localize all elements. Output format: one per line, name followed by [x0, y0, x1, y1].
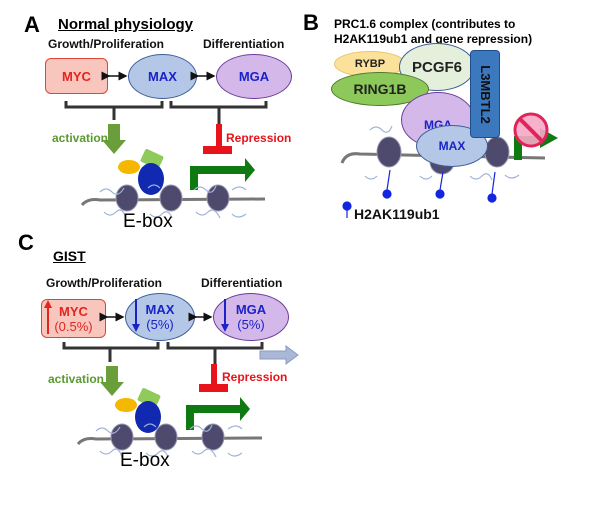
dna-strand [76, 436, 263, 446]
ubiquitin-mark-icon [487, 193, 497, 203]
panel-b-title-line2: H2AK119ub1 and gene repression) [334, 32, 533, 46]
nucleosome-icon [376, 136, 402, 168]
dna-strand [80, 197, 266, 207]
panel-a-differentiation-label: Differentiation [203, 37, 285, 51]
cofactor-yellow-icon [115, 398, 137, 412]
panel-a-letter: A [24, 12, 40, 37]
panel-b-title: PRC1.6 complex (contributes to H2AK119ub… [334, 17, 532, 47]
panel-a-graphics [64, 71, 268, 219]
panel-c-repression-label: Repression [222, 370, 288, 384]
transcription-factor-icon [138, 163, 164, 195]
myc-label: MYC [62, 68, 91, 84]
ubiquitin-mark-icon [382, 189, 392, 199]
repression-bar-icon [216, 124, 222, 148]
panel-a-activation-label: activation [52, 131, 109, 145]
shift-arrow-icon [259, 345, 299, 365]
mga-label: MGA [238, 69, 270, 84]
transcription-factor-icon [135, 401, 161, 433]
l3mbtl2-protein: L3MBTL2 [470, 50, 500, 138]
panel-a-growth-label: Growth/Proliferation [48, 37, 165, 51]
panel-b-max-label: MAX [438, 139, 466, 153]
panel-a-repression-label: Repression [226, 131, 292, 145]
nucleosome-icon [154, 423, 178, 451]
panel-c-myc-node: MYC (0.5%) [41, 299, 106, 338]
activation-arrow-icon [102, 124, 126, 154]
repression-bar-icon [211, 364, 217, 386]
rybp-label: RYBP [354, 58, 386, 70]
nucleosome-icon [159, 184, 183, 212]
panel-a-ebox-label: E-box [123, 211, 173, 232]
nucleosome-icon [201, 423, 225, 451]
cofactor-yellow-icon [118, 160, 140, 174]
repression-base-icon [199, 384, 228, 392]
activation-arrow-icon [100, 366, 124, 396]
myc-percentage: (0.5%) [54, 318, 93, 334]
differentiation-bracket [169, 101, 268, 126]
differentiation-bracket [166, 342, 264, 366]
panel-a-heading: Normal physiology [58, 16, 194, 33]
panel-b-graphics [340, 112, 558, 218]
max-label: MAX [145, 302, 175, 317]
growth-bracket [64, 101, 164, 120]
pcgf6-protein: PCGF6 [399, 43, 475, 91]
panel-c-heading: GIST [53, 248, 86, 264]
max-percentage: (5%) [146, 317, 174, 332]
ring1b-label: RING1B [353, 81, 407, 97]
ring1b-protein: RING1B [331, 72, 429, 106]
transcription-start-arrow-icon [190, 158, 255, 190]
panel-c-ebox-label: E-box [120, 450, 170, 471]
panel-b-dna-strand [340, 152, 546, 164]
panel-b-title-line1: PRC1.6 complex (contributes to [334, 17, 516, 31]
cofactor-green-icon [140, 149, 164, 169]
mga-label: MGA [235, 302, 267, 317]
nucleosome-icon [110, 423, 134, 451]
transcription-start-arrow-icon [186, 397, 250, 430]
panel-c-activation-label: activation [48, 372, 105, 386]
panel-b-letter: B [303, 10, 319, 35]
h2ak119ub1-legend-label: H2AK119ub1 [354, 206, 440, 222]
mga-percentage: (5%) [237, 317, 265, 332]
panel-c-letter: C [18, 230, 34, 255]
myc-label: MYC [59, 303, 88, 319]
repression-base-icon [203, 146, 232, 154]
growth-bracket [62, 342, 160, 362]
panel-c-growth-label: Growth/Proliferation [46, 276, 163, 290]
ubiquitin-mark-icon [435, 189, 445, 199]
pcgf6-label: PCGF6 [411, 58, 462, 76]
panel-a-mga-node: MGA [216, 54, 292, 99]
panel-a-max-node: MAX [128, 54, 197, 99]
panel-c-differentiation-label: Differentiation [201, 276, 283, 290]
max-label: MAX [148, 69, 177, 84]
